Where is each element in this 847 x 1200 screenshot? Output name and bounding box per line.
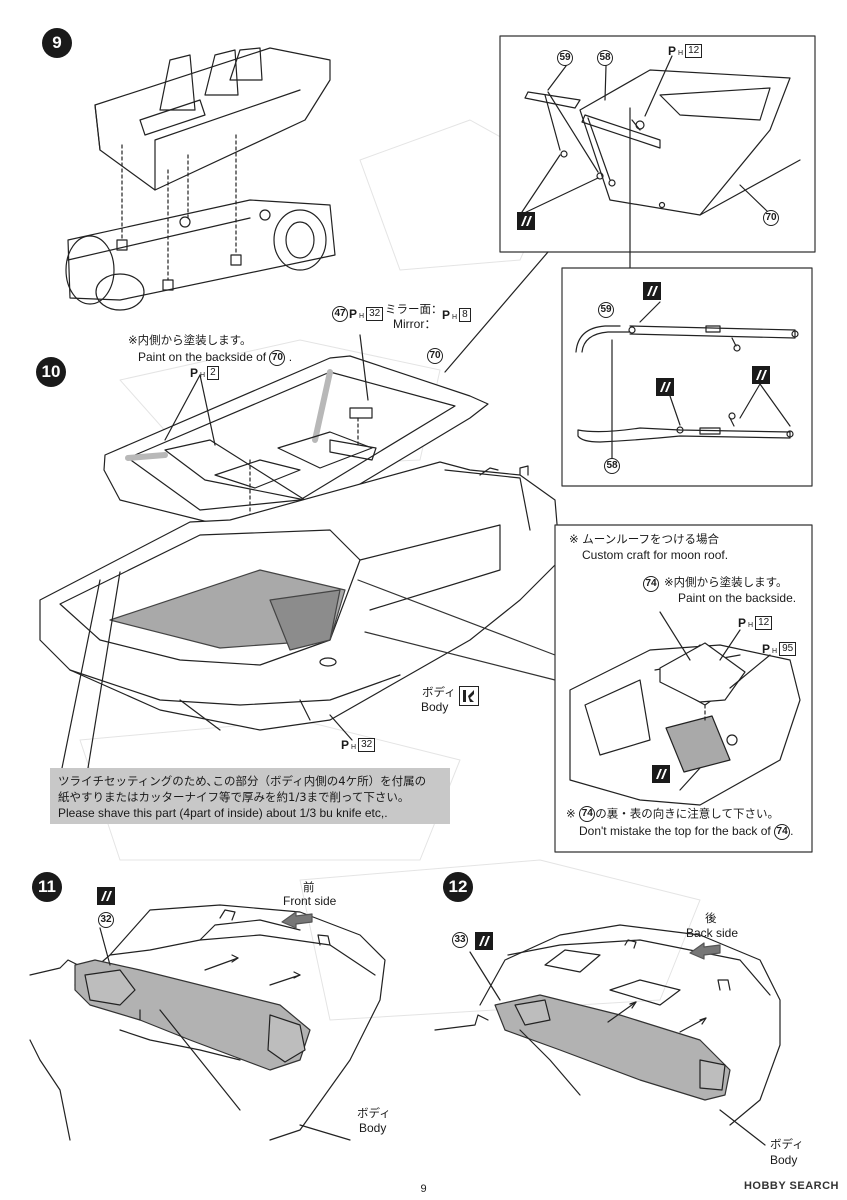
wiper-detail-drawing: [561, 267, 813, 487]
part-59-detail-label: 59: [598, 302, 614, 318]
moonroof-backside-jp: ※内側から塗装します。: [664, 575, 788, 589]
shave-note-line-2: 紙やすりまたはカッターナイフ等で厚みを約1/3まで削って下さい。: [58, 790, 410, 805]
step-number-11: 11: [32, 872, 62, 902]
semi-gloss-black-icon: [752, 366, 770, 384]
front-side-en: Front side: [283, 894, 337, 908]
part-33-label: 33: [452, 932, 468, 948]
semi-gloss-black-icon: [97, 887, 115, 905]
part-47-label: 47: [332, 306, 348, 322]
front-side-jp: 前: [303, 880, 315, 894]
step9-interior-drawing: [65, 47, 336, 311]
back-side-en: Back side: [686, 926, 739, 940]
step11-body-jp: ボディ: [357, 1106, 391, 1120]
semi-gloss-black-icon: [652, 765, 670, 783]
part-70-step10-label: 70: [427, 348, 443, 364]
wiper-callout-drawing: [444, 35, 816, 373]
semi-gloss-black-icon: [643, 282, 661, 300]
part-74-label: 74: [643, 576, 659, 592]
part-32-label: 32: [98, 912, 114, 928]
mirror-surface-en: Mirror：: [393, 317, 437, 331]
step10-body-drawing: [39, 334, 561, 769]
backside-note-en: Paint on the backside of 70 .: [138, 350, 293, 366]
part-58-label: 58: [597, 50, 613, 66]
part-59-label: 59: [557, 50, 573, 66]
step12-body-en: Body: [770, 1153, 798, 1167]
mirror-surface-jp: ミラー面：: [385, 302, 443, 316]
part-58-detail-label: 58: [604, 458, 620, 474]
semi-gloss-black-icon: [656, 378, 674, 396]
step11-body-en: Body: [359, 1121, 387, 1135]
body-paint-icon: [459, 686, 479, 706]
step12-body-jp: ボディ: [770, 1137, 804, 1151]
step-number-12: 12: [443, 872, 473, 902]
step12-body-drawing: [434, 924, 781, 1146]
body-label-jp: ボディ: [422, 685, 456, 699]
step-number-9: 9: [42, 28, 72, 58]
part-70-label: 70: [763, 210, 779, 226]
moonroof-callout-drawing: [554, 524, 813, 853]
shave-note-line-1: ツライチセッティングのため､この部分（ボディ内側の4ケ所）を付属の: [58, 774, 427, 788]
moonroof-backside-en: Paint on the backside.: [678, 591, 797, 605]
page-number: 9: [420, 1183, 427, 1195]
shave-instruction-note: ツライチセッティングのため､この部分（ボディ内側の4ケ所）を付属の 紙やすりまた…: [50, 768, 450, 824]
semi-gloss-black-icon: [517, 212, 535, 230]
moonroof-title-en: Custom craft for moon roof.: [582, 548, 729, 562]
back-side-jp: 後: [705, 911, 717, 925]
body-label-en: Body: [421, 700, 449, 714]
semi-gloss-black-icon: [475, 932, 493, 950]
step-number-10: 10: [36, 357, 66, 387]
step11-body-drawing: [29, 904, 386, 1141]
moonroof-warning-en: Don't mistake the top for the back of 74…: [579, 824, 794, 840]
backside-note-jp: ※内側から塗装します。: [128, 333, 252, 347]
watermark-logo: HOBBY SEARCH: [743, 1180, 839, 1192]
moonroof-title-jp: ※ ムーンルーフをつける場合: [569, 532, 720, 546]
shave-note-line-3: Please shave this part (4part of inside)…: [58, 806, 388, 821]
